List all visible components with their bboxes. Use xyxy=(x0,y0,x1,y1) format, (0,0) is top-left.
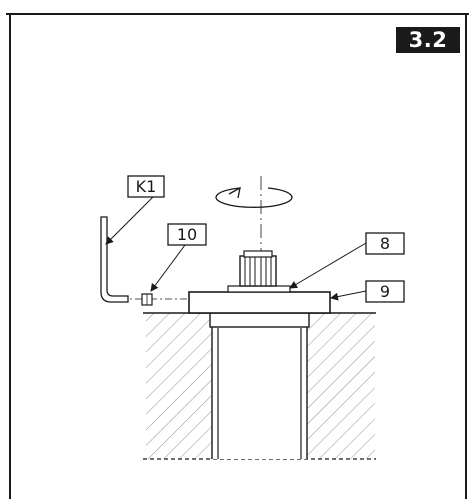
callout-10-box xyxy=(167,223,207,246)
step-number-badge: 3.2 xyxy=(396,27,460,53)
callout-10-label: 10 xyxy=(177,225,197,244)
ground-hatch-right xyxy=(307,313,375,459)
set-screw-icon xyxy=(141,293,153,306)
callout-k1-box xyxy=(127,175,165,198)
ground-hatch-left xyxy=(146,313,212,459)
flange-plate xyxy=(188,291,331,314)
callout-k1-label: K1 xyxy=(136,177,157,196)
callout-9-label: 9 xyxy=(380,282,390,301)
tube xyxy=(209,312,310,459)
knurled-knob xyxy=(239,250,277,287)
callout-8-label: 8 xyxy=(380,234,390,253)
callout-10-leader xyxy=(150,244,186,292)
rotation-arrow-icon xyxy=(215,186,293,208)
callout-8-leader xyxy=(289,242,367,289)
callout-9-leader xyxy=(330,290,367,301)
callout-k1-leader xyxy=(105,196,154,245)
hex-key-icon xyxy=(100,216,129,303)
knob-base xyxy=(227,285,291,293)
